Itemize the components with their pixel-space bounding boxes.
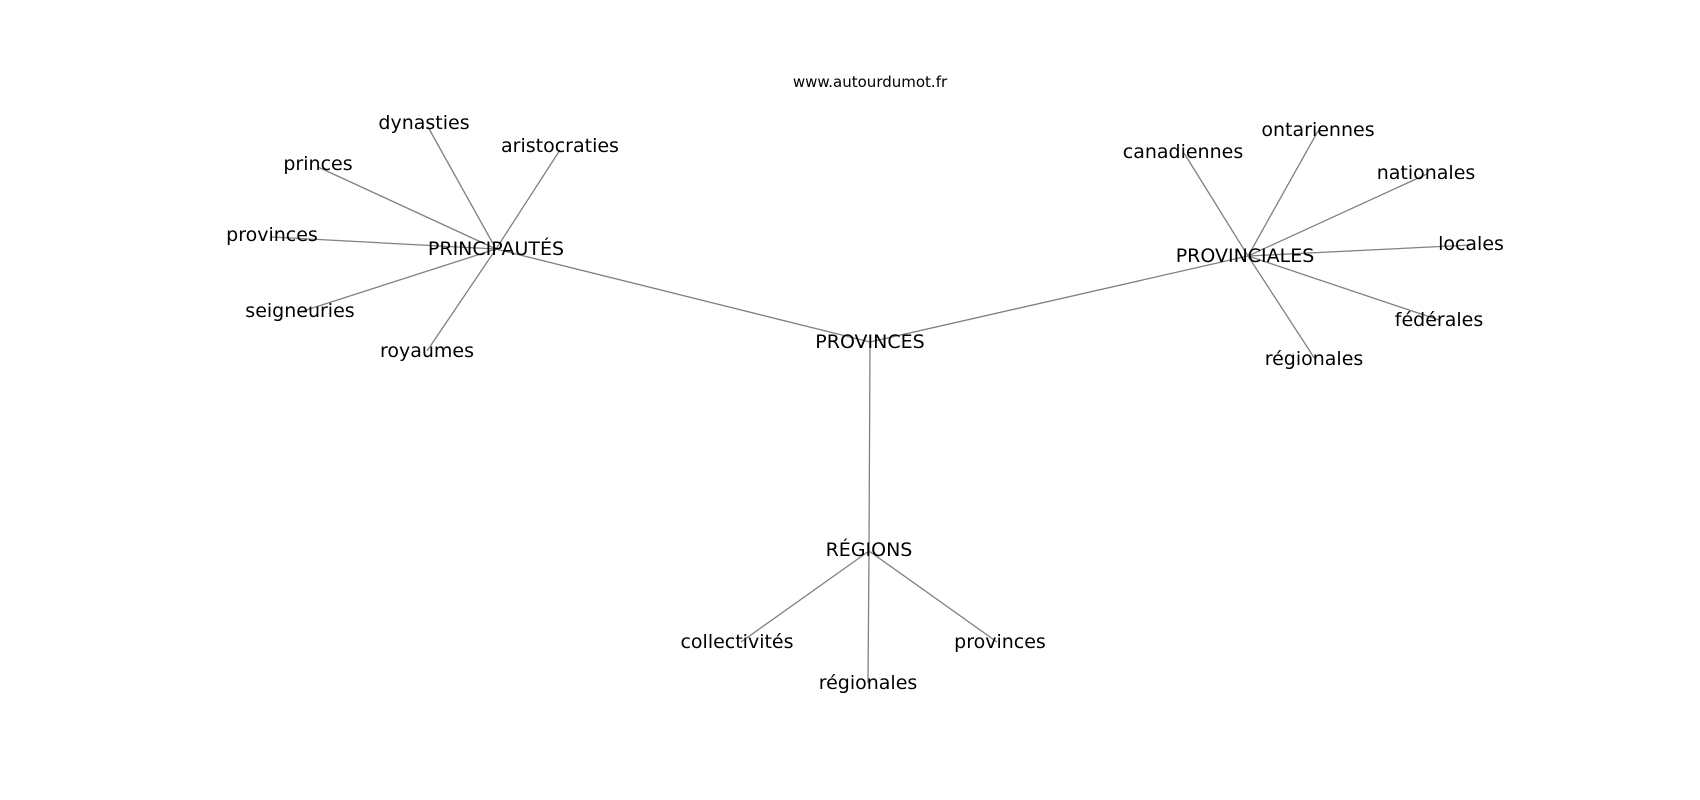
edge-principautes-provinces <box>271 236 497 250</box>
edge-regions-provinces <box>868 550 998 643</box>
edge-root-regions <box>868 341 871 552</box>
node-hub-regions: RÉGIONS <box>826 538 913 561</box>
node-root: PROVINCES <box>815 331 924 353</box>
edge-provinciales-canadiennes <box>1183 152 1249 257</box>
edge-provinciales-locales <box>1247 244 1472 257</box>
node-leaf: fédérales <box>1395 309 1483 331</box>
edge-principautes-seigneuries <box>299 248 497 313</box>
edge-provinciales-ontariennes <box>1247 130 1319 257</box>
node-leaf: canadiennes <box>1123 141 1243 163</box>
edge-principautes-dynasties <box>427 126 497 250</box>
node-leaf: royaumes <box>380 340 474 362</box>
node-leaf: nationales <box>1377 162 1476 184</box>
edge-regions-regionales <box>867 550 870 684</box>
node-hub-principautes: PRINCIPAUTÉS <box>428 237 564 260</box>
edge-root-principautes <box>495 248 871 343</box>
node-leaf: collectivités <box>680 631 793 653</box>
site-url: www.autourdumot.fr <box>793 73 948 91</box>
node-leaf: provinces <box>954 631 1046 653</box>
edge-provinciales-nationales <box>1247 173 1428 257</box>
edge-regions-collectivites <box>740 550 870 643</box>
node-leaf: aristocraties <box>501 135 619 157</box>
node-leaf: princes <box>283 153 352 175</box>
node-leaf: ontariennes <box>1261 119 1374 141</box>
edges <box>271 126 1472 684</box>
node-labels: PROVINCES PRINCIPAUTÉS dynasties aristoc… <box>226 112 1504 694</box>
node-leaf: dynasties <box>378 112 469 134</box>
node-leaf: seigneuries <box>245 300 354 322</box>
edge-principautes-aristocraties <box>495 149 561 250</box>
edge-provinciales-regionales <box>1247 255 1316 360</box>
edge-provinciales-federales <box>1247 255 1440 321</box>
edge-principautes-princes <box>317 166 497 250</box>
node-leaf: provinces <box>226 224 318 246</box>
edge-principautes-royaumes <box>426 248 497 352</box>
node-leaf: régionales <box>819 672 918 694</box>
node-leaf: régionales <box>1265 348 1364 370</box>
edge-root-provinciales <box>869 255 1249 343</box>
node-leaf: locales <box>1438 233 1504 255</box>
node-hub-provinciales: PROVINCIALES <box>1176 245 1315 267</box>
